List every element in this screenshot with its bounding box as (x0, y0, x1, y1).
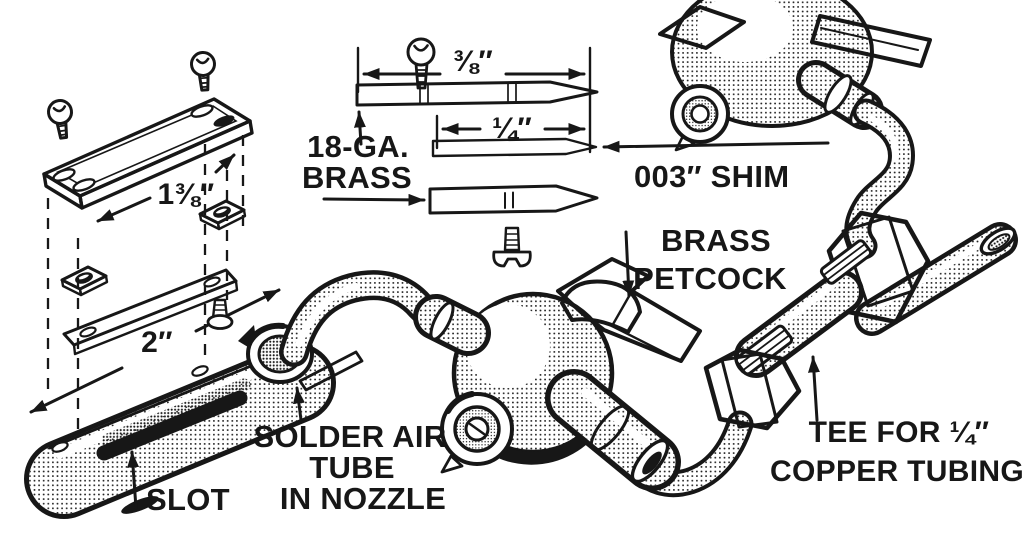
upper-handle-bar (810, 14, 932, 68)
tee-fitting (703, 210, 1018, 431)
slot-label: SLOT (127, 450, 230, 517)
petcock-label: BRASS PETCOCK (622, 223, 787, 298)
nozzle-dimension-text: 2″ (141, 326, 173, 359)
material-text-line2: BRASS (302, 160, 412, 195)
plate-slot-hole (213, 115, 235, 127)
solder-text-line1: SOLDER AIR (253, 419, 446, 454)
slot-text: SLOT (146, 482, 230, 517)
shim-strip (431, 137, 598, 158)
solder-label: SOLDER AIR TUBE IN NOZZLE (253, 386, 446, 516)
shim-dimension: ¼″ (435, 112, 586, 150)
alignment-dashed-lines (46, 135, 245, 430)
small-screw-bottom-icon (492, 226, 532, 268)
exploded-nozzle-assembly: 1⅜″ 2″ (24, 50, 364, 519)
tee-branch-tube (854, 222, 1018, 336)
upper-drain-fitting (670, 84, 730, 152)
material-label: 18-GA. BRASS (302, 110, 426, 206)
mounting-screw-icon (189, 50, 218, 93)
small-screw-icon (206, 298, 234, 330)
solder-text-line2: TUBE (309, 450, 395, 485)
tee-text-line1: TEE FOR ¼″ (809, 416, 990, 449)
brass-strip (355, 80, 599, 107)
strip-dimension: ⅜″ (356, 45, 592, 154)
petcock-outlet (545, 369, 681, 491)
tee-text-line2: COPPER TUBING (770, 455, 1024, 488)
tee-hex-nut (703, 347, 802, 431)
slot-opening (96, 390, 248, 461)
material-text-line1: 18-GA. (307, 129, 409, 164)
brass-strip-details: ⅜″ 18-GA. BRASS ¼″ (302, 37, 830, 268)
backing-strip (62, 268, 239, 356)
tee-label: TEE FOR ¼″ COPPER TUBING (770, 355, 1024, 488)
shim-text: 003″ SHIM (634, 159, 789, 194)
mounting-screw-icon (45, 97, 77, 141)
drain-fitting (440, 391, 514, 474)
petcock-text-line1: BRASS (661, 223, 771, 258)
plate-slot-hole (72, 178, 96, 192)
inlet-fitting (413, 294, 491, 356)
nozzle-body (24, 322, 364, 519)
plate-slot-hole (190, 104, 214, 118)
flat-screw-icon (406, 37, 436, 90)
petcock-handle (556, 257, 702, 363)
strip-dimension-text: ⅜″ (453, 45, 493, 78)
plate-dimension: 1⅜″ (96, 153, 236, 223)
solder-text-line3: IN NOZZLE (280, 481, 446, 516)
main-petcock-assembly (279, 257, 754, 498)
formed-strip (428, 184, 599, 215)
petcock-text-line2: PETCOCK (633, 261, 787, 296)
shim-label: 003″ SHIM (602, 140, 830, 194)
square-nut-icon (60, 265, 109, 297)
compression-collar (819, 239, 873, 285)
upper-handle-wing (658, 5, 746, 50)
callout-labels: SLOT SOLDER AIR TUBE IN NOZZLE BRASS PET… (127, 223, 1024, 517)
cover-plate (42, 97, 254, 210)
plate-slot-hole (52, 168, 76, 182)
plate-dimension-text: 1⅜″ (158, 178, 215, 211)
